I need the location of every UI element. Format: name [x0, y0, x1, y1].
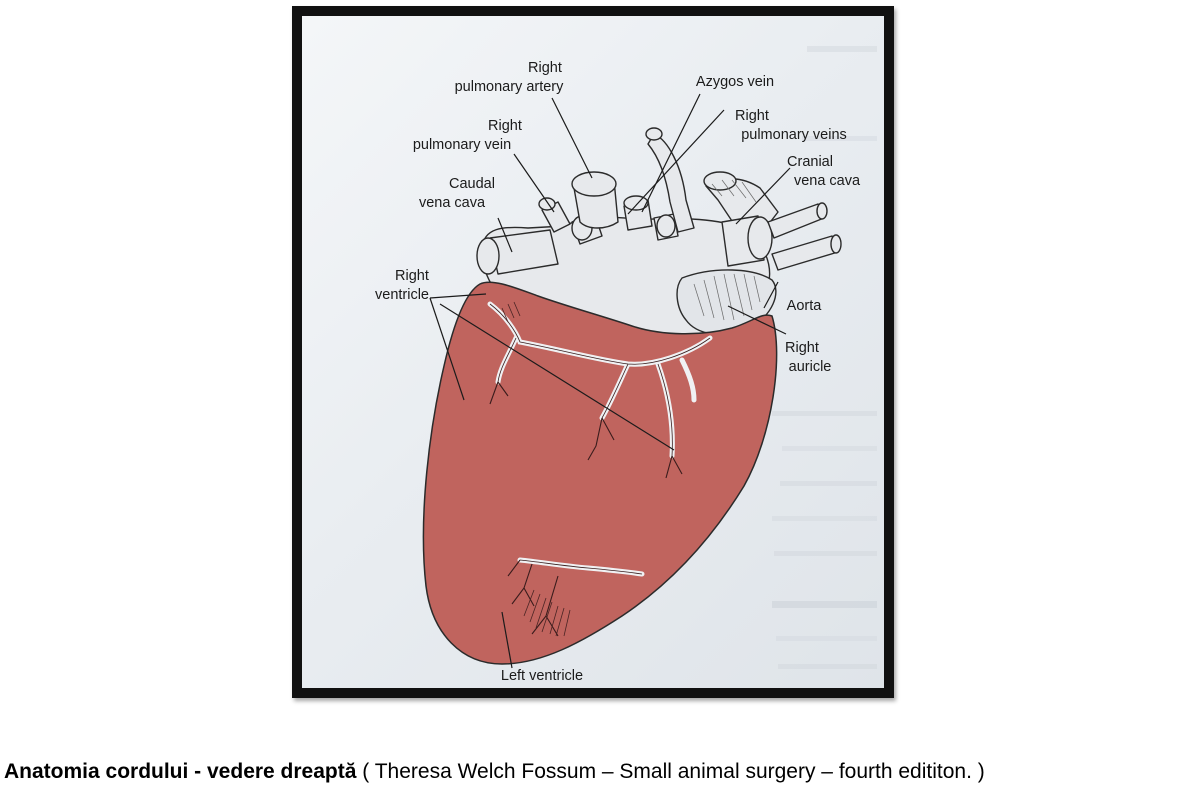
label-caudal-vena-cava: Caudal vena cava — [419, 176, 499, 211]
heart-diagram: Right pulmonary artery Azygos vein Right… — [375, 46, 877, 684]
page-show-through — [772, 46, 877, 669]
label-right-pulmonary-veins: Right pulmonary veins — [735, 108, 847, 143]
leader-lines — [429, 93, 791, 669]
figure-labels: Right pulmonary artery Azygos vein Right… — [375, 60, 861, 684]
muscle-hatching — [501, 301, 571, 637]
heart-illustration-page: Right pulmonary artery Azygos vein Right… — [302, 16, 884, 688]
ventricles — [422, 281, 778, 665]
label-right-pulmonary-vein: Right pulmonary vein — [413, 118, 526, 153]
caption-title: Anatomia cordului - vedere dreaptă — [4, 760, 357, 783]
auricle-hatching — [693, 179, 761, 321]
label-aorta: Aorta — [787, 298, 823, 314]
figure-caption: Anatomia cordului - vedere dreaptă ( The… — [4, 760, 985, 784]
caption-source: ( Theresa Welch Fossum – Small animal su… — [356, 760, 985, 783]
heart-muscle — [422, 281, 778, 665]
azygos-vein — [647, 133, 695, 233]
label-azygos-vein: Azygos vein — [696, 74, 774, 90]
label-left-ventricle: Left ventricle — [501, 668, 583, 684]
label-cranial-vena-cava: Cranial vena cava — [787, 154, 861, 189]
label-right-ventricle: Right ventricle — [375, 268, 433, 303]
figure-frame: Right pulmonary artery Azygos vein Right… — [292, 6, 894, 698]
label-right-auricle: Right auricle — [785, 340, 831, 375]
label-right-pulmonary-artery: Right pulmonary artery — [455, 60, 566, 95]
